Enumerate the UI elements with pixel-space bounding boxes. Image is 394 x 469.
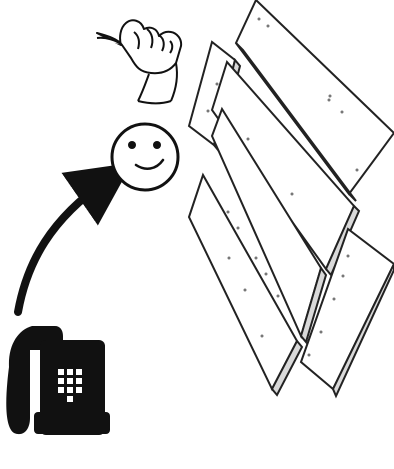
telephone-icon bbox=[6, 326, 110, 435]
flat-pack-panels-icon bbox=[189, 0, 394, 396]
smiley-face-icon bbox=[112, 124, 178, 190]
curved-arrow-icon bbox=[18, 181, 106, 312]
thumbs-up-hand-icon bbox=[97, 20, 181, 103]
